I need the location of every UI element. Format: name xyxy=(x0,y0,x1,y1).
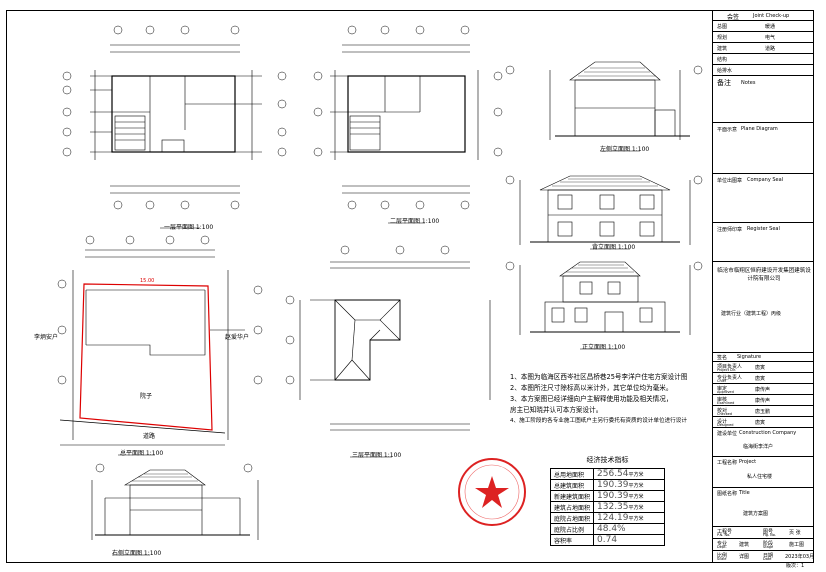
project-name: 私人住宅楼 xyxy=(747,474,773,480)
caption-roof: 三层平面图 1:100 xyxy=(352,452,402,459)
roof-plan xyxy=(299,261,491,431)
company-seal xyxy=(458,458,526,526)
page-number: 版次：1 xyxy=(786,563,805,569)
company-name: 临沧市临翔区恒府建设开发集团建筑设计院有限公司 xyxy=(717,268,811,282)
company-box: 临沧市临翔区恒府建设开发集团建筑设计院有限公司 建筑行业（建筑工程）丙级 xyxy=(713,262,814,353)
neighbor-right-label: 赵爱华户 xyxy=(225,334,250,341)
client-name: 临海街李洋户 xyxy=(743,444,774,450)
title-block: 会签 Joint Check-up 总图暖通 规划电气 建筑道路 结构 给排水 … xyxy=(712,10,814,563)
note-line: 2、本图所注尺寸除标高以米计外，其它单位均为毫米。 xyxy=(510,384,673,392)
caption-site: 总平面图 1:100 xyxy=(120,450,164,457)
caption-right-elev: 右侧立面图 1:100 xyxy=(112,550,162,557)
drawing-sheet xyxy=(6,10,814,563)
project-box: 工程名称 Project 私人住宅楼 xyxy=(713,457,814,488)
caption-floor1: 一层平面图 1:100 xyxy=(164,224,214,231)
caption-rear-elev: 背立面图 1:100 xyxy=(592,244,636,251)
countersign-header: 会签 Joint Check-up xyxy=(713,10,814,21)
right-elevation xyxy=(91,469,259,540)
note-line: 房主已知晓并认可本方案设计。 xyxy=(510,406,603,414)
site-dim-top: 15.00 xyxy=(140,278,155,284)
design-notes: 1、本图为临海区西岑社区昌桥巷25号李洋户住宅方案设计图 2、本图所注尺寸除标高… xyxy=(510,372,715,427)
eco-title: 经济技术指标 xyxy=(586,456,629,464)
drawing-title-box: 图纸名称 Title 建筑方案图 xyxy=(713,488,814,527)
caption-floor2: 二层平面图 1:100 xyxy=(390,218,440,225)
front-elevation xyxy=(519,261,691,335)
caption-left-elev: 左侧立面图 1:100 xyxy=(600,146,650,153)
company-seal-box: 单位出图章 Company Seal xyxy=(713,174,814,223)
license-level: 建筑行业（建筑工程）丙级 xyxy=(721,311,782,317)
plane-diagram-box: 平面示意 Plane Diagram xyxy=(713,123,814,174)
register-seal-box: 注册师印章 Register Seal xyxy=(713,223,814,262)
note-line: 4、施工阶段的各专业施工图纸户主另行委托有资质的设计单位进行设计 xyxy=(510,418,687,424)
remark-box: 备注 Notes xyxy=(713,76,814,123)
note-line: 1、本图为临海区西岑社区昌桥巷25号李洋户住宅方案设计图 xyxy=(510,373,688,381)
caption-front-elev: 正立面图 1:100 xyxy=(582,344,626,351)
rear-elevation xyxy=(519,175,691,245)
site-plan xyxy=(59,249,245,446)
floor1-plan xyxy=(90,44,262,194)
left-elevation xyxy=(549,61,690,140)
road-label: 道路 xyxy=(143,433,156,440)
yard-label: 院子 xyxy=(140,393,153,400)
floor2-plan xyxy=(330,44,479,194)
drawing-name: 建筑方案图 xyxy=(743,511,769,517)
note-line: 3、本方案图已经详细向户主解释使用功能及相关情况， xyxy=(510,395,673,403)
client-box: 建设单位 Construction Company 临海街李洋户 xyxy=(713,428,814,457)
neighbor-left-label: 李炳安户 xyxy=(34,334,59,341)
